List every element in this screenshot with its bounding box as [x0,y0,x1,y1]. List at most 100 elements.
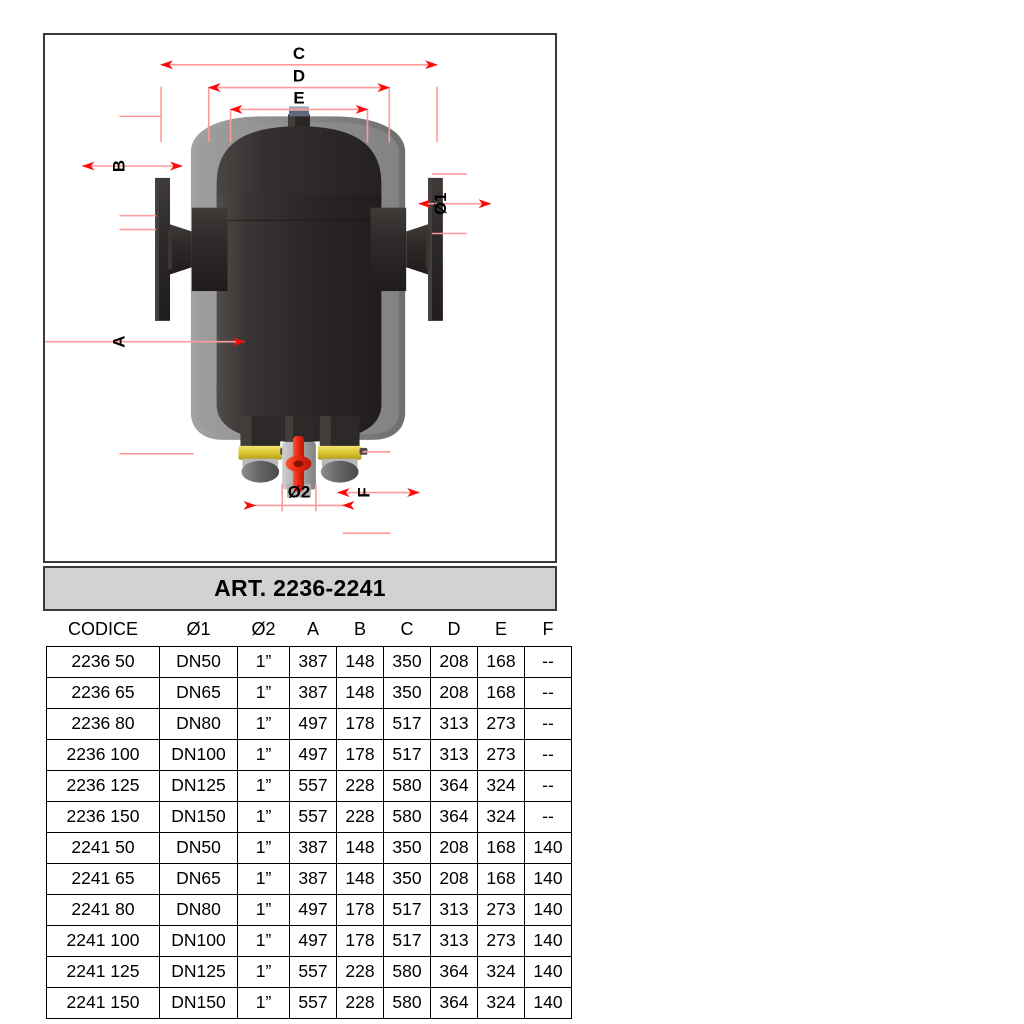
table-cell: DN100 [159,739,238,771]
table-cell: 580 [383,801,431,833]
table-cell: 517 [383,708,431,740]
table-cell: 273 [477,708,525,740]
drain-ball-valve [282,416,316,498]
dimension-d: D [207,67,391,143]
table-cell: 517 [383,894,431,926]
technical-drawing-frame: C D E B A [43,33,557,563]
table-cell: 364 [430,770,478,802]
table-cell: DN150 [159,987,238,1019]
product-technical-drawing: C D E B A [45,44,492,535]
dimension-a: A [45,228,246,455]
table-cell: 168 [477,677,525,709]
table-header-cell-1: Ø1 [186,619,211,639]
table-cell: 517 [383,925,431,957]
table-cell: 228 [336,801,384,833]
table-cell: 1” [237,863,290,895]
table-cell: DN150 [159,801,238,833]
table-cell: 140 [524,925,572,957]
table-header-cell-6: D [447,619,461,639]
table-header-cell-7: E [494,619,507,639]
table-header-cell-2: Ø2 [251,619,276,639]
table-cell: DN125 [159,956,238,988]
table-cell: DN100 [159,925,238,957]
outlet-flange [370,177,443,321]
dimension-label-d: D [293,67,305,86]
inlet-flange [155,177,228,321]
table-cell: -- [524,739,572,771]
table-cell: 2236 150 [46,801,160,833]
table-cell: -- [524,677,572,709]
table-cell: 208 [430,646,478,678]
dimension-label-c: C [293,44,305,63]
table-cell: 140 [524,987,572,1019]
table-cell: 364 [430,987,478,1019]
dimension-label-a: A [109,336,128,348]
table-cell: 1” [237,956,290,988]
table-cell: 2241 150 [46,987,160,1019]
table-cell: DN50 [159,646,238,678]
table-cell: 313 [430,894,478,926]
table-header-cell-0: CODICE [67,619,138,639]
table-cell: 497 [289,708,337,740]
table-cell: 2241 50 [46,832,160,864]
table-cell: 557 [289,801,337,833]
table-cell: 1” [237,739,290,771]
table-cell: 208 [430,677,478,709]
table-cell: 273 [477,739,525,771]
table-cell: 580 [383,987,431,1019]
table-cell: 324 [477,987,525,1019]
dimension-label-b: B [109,160,128,172]
table-cell: DN125 [159,770,238,802]
table-cell: 2236 100 [46,739,160,771]
table-cell: -- [524,646,572,678]
table-cell: 1” [237,894,290,926]
dimension-label-f: F [354,487,373,497]
table-cell: 350 [383,863,431,895]
table-cell: 2241 100 [46,925,160,957]
table-cell: 387 [289,863,337,895]
table-cell: 178 [336,708,384,740]
vessel-shell [216,193,382,442]
vessel-dome [216,126,382,204]
table-cell: DN80 [159,894,238,926]
table-cell: 178 [336,925,384,957]
table-cell: 228 [336,987,384,1019]
table-cell: 148 [336,677,384,709]
table-cell: 557 [289,987,337,1019]
dimension-label-e: E [293,88,304,107]
table-cell: 140 [524,956,572,988]
table-cell: 1” [237,987,290,1019]
table-cell: 2241 80 [46,894,160,926]
magnet-assembly-left [238,416,289,483]
table-cell: 387 [289,646,337,678]
table-cell: 168 [477,863,525,895]
table-cell: DN65 [159,863,238,895]
table-cell: -- [524,708,572,740]
table-cell: 140 [524,894,572,926]
table-cell: DN80 [159,708,238,740]
table-cell: 313 [430,925,478,957]
table-cell: 1” [237,770,290,802]
table-cell: 324 [477,801,525,833]
table-cell: 580 [383,956,431,988]
table-cell: 2241 65 [46,863,160,895]
table-cell: 148 [336,832,384,864]
table-cell: 497 [289,739,337,771]
dimension-label-dia1: Ø1 [431,192,450,215]
table-cell: 140 [524,863,572,895]
dimension-dia2: Ø2 [243,482,355,512]
dimension-label-dia2: Ø2 [288,482,310,501]
table-cell: 208 [430,863,478,895]
table-cell: 208 [430,832,478,864]
table-cell: 168 [477,646,525,678]
